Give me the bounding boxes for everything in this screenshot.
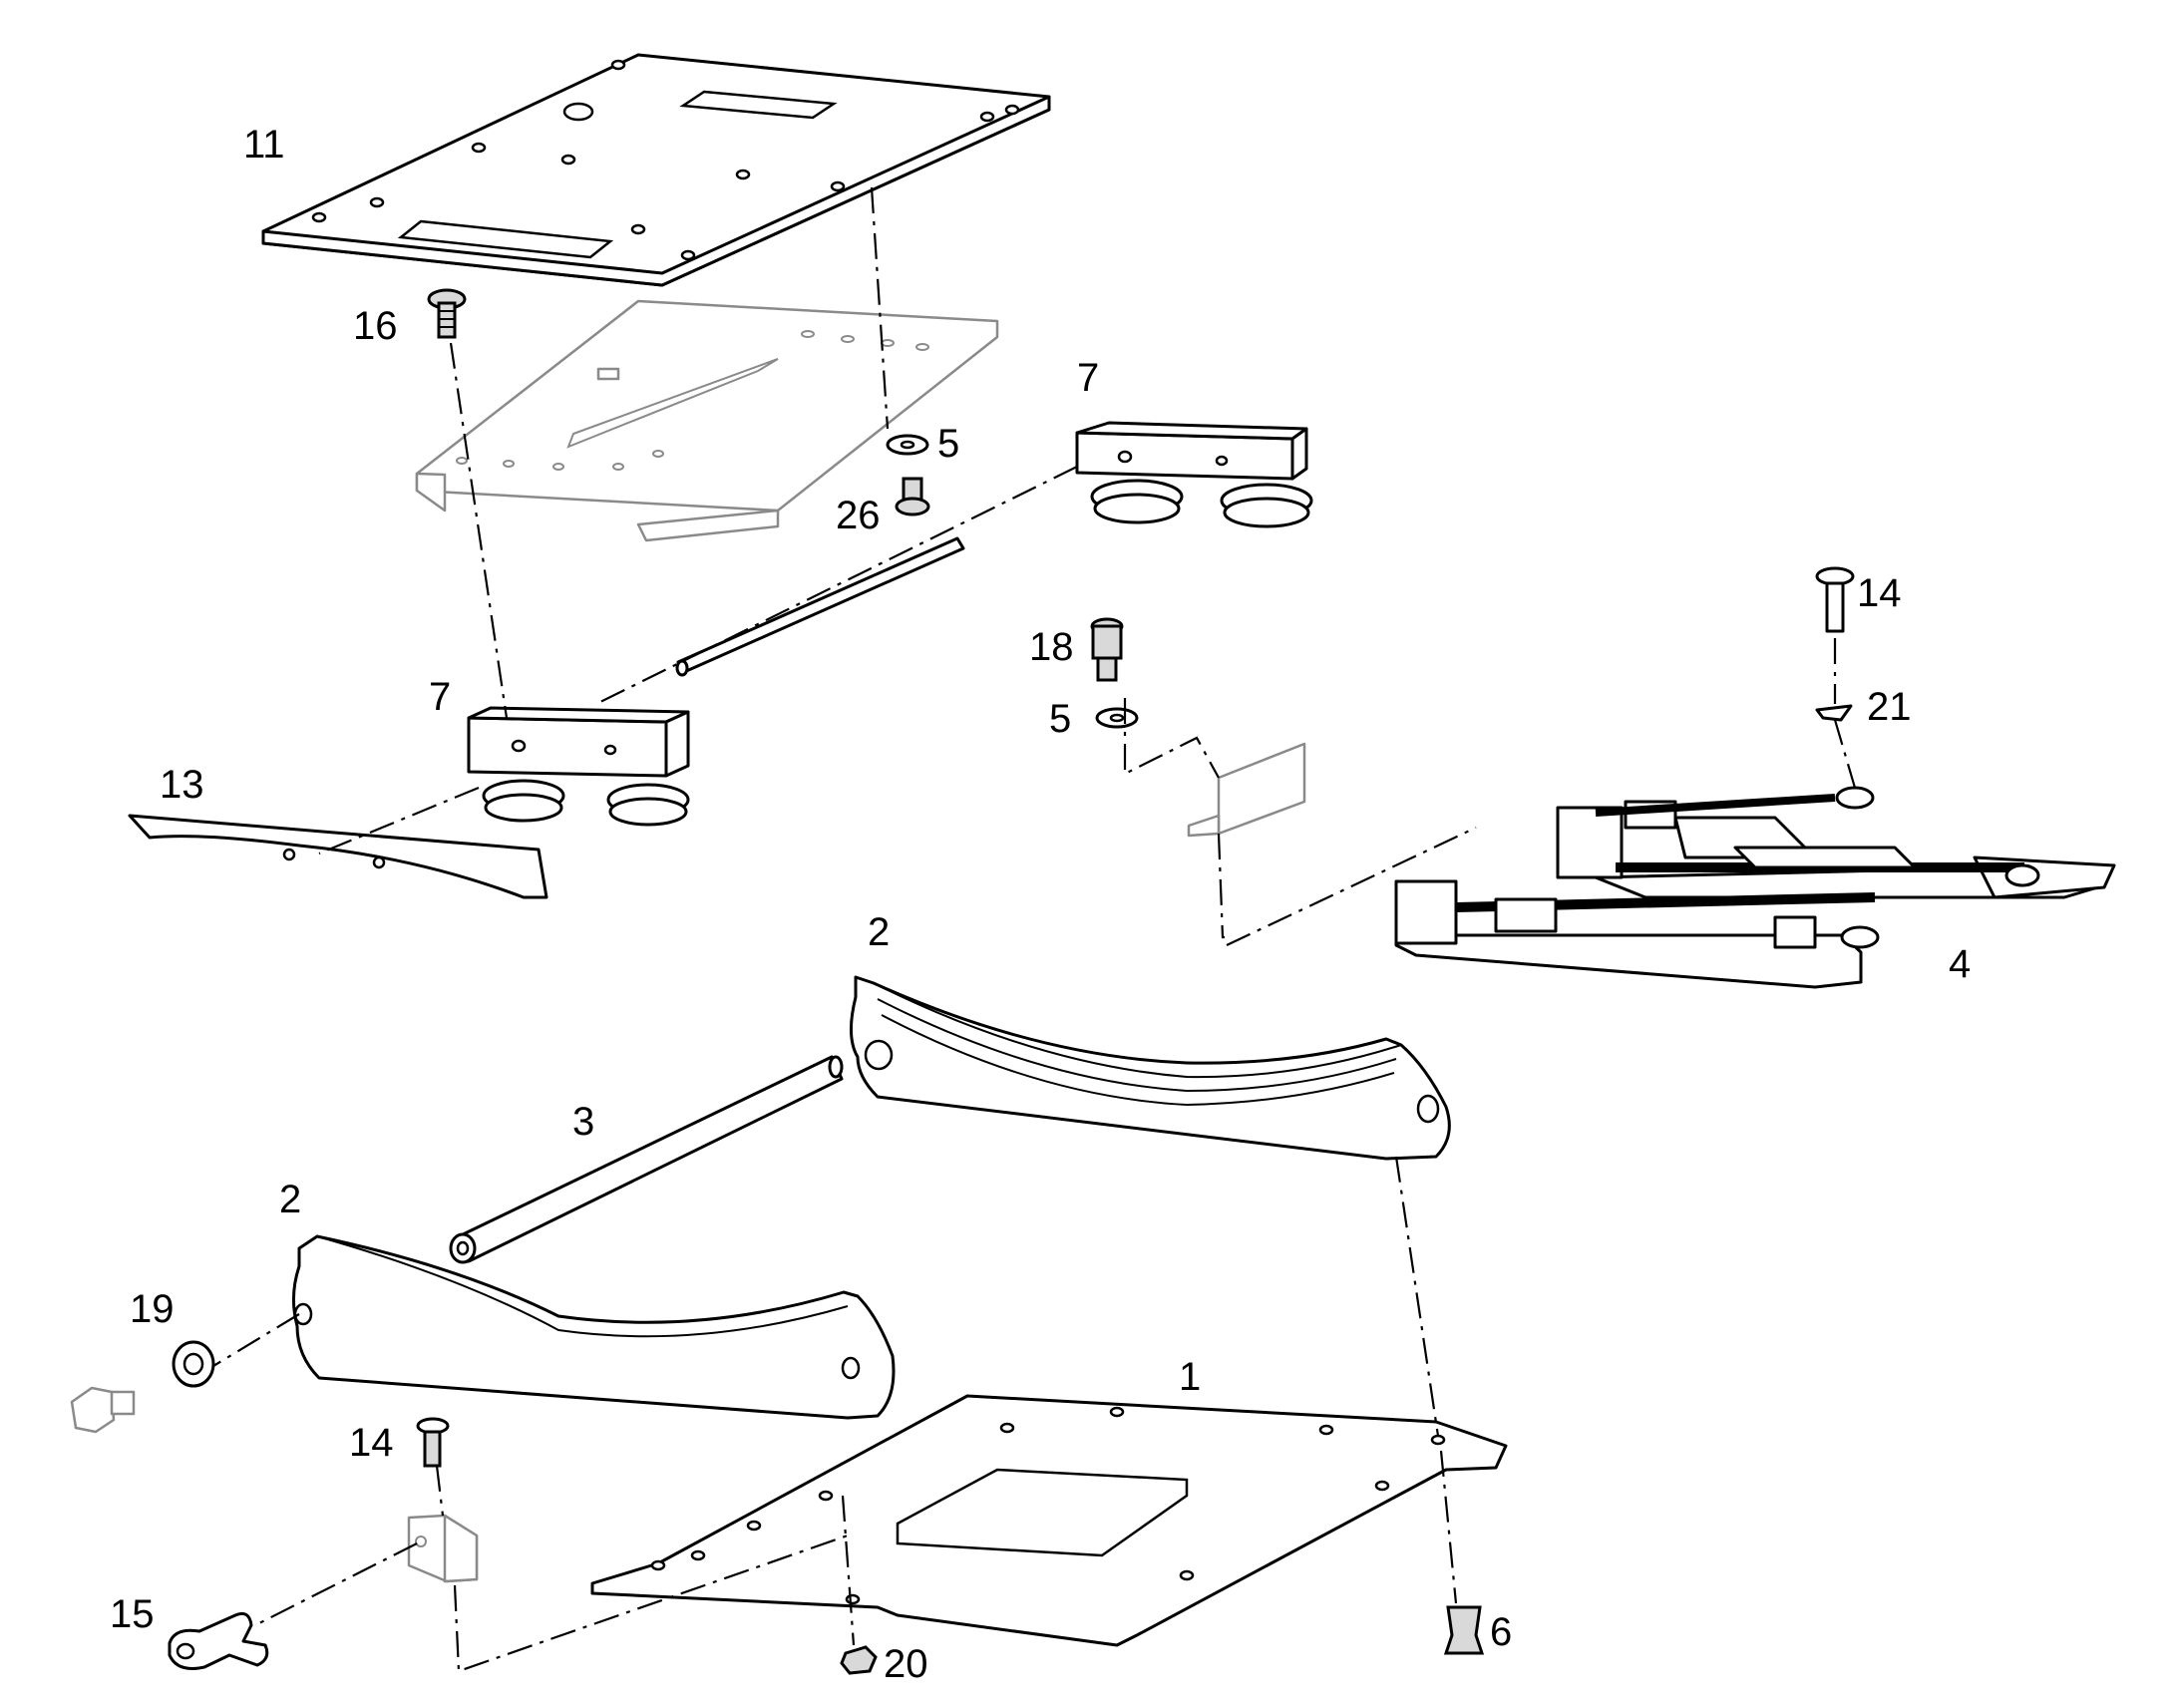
part-4-mechanism-assembly bbox=[1394, 786, 2116, 989]
gray-block-lower bbox=[407, 1514, 479, 1583]
callout-14-upper: 14 bbox=[1857, 571, 1902, 615]
callout-26: 26 bbox=[836, 494, 881, 537]
part-11-top-plate bbox=[261, 53, 1051, 287]
callout-2-upper: 2 bbox=[868, 910, 890, 954]
part-2-upper-curved-rail bbox=[850, 975, 1451, 1161]
callout-3: 3 bbox=[572, 1100, 594, 1144]
callout-7-lower: 7 bbox=[429, 675, 451, 719]
part-5-washer-upper bbox=[886, 434, 929, 456]
guide-rod bbox=[675, 536, 965, 677]
part-7-lower-slide-block bbox=[467, 706, 690, 827]
callout-15: 15 bbox=[110, 1592, 155, 1636]
callout-1: 1 bbox=[1179, 1355, 1201, 1399]
part-21-washer bbox=[1815, 704, 1853, 722]
callout-20: 20 bbox=[884, 1642, 928, 1686]
callout-6: 6 bbox=[1490, 1610, 1512, 1654]
part-16-button-screw bbox=[427, 288, 467, 339]
callout-5-lower: 5 bbox=[1049, 697, 1071, 741]
part-14-flat-screw-upper bbox=[1815, 566, 1855, 633]
callout-13: 13 bbox=[160, 763, 204, 807]
callout-14-lower: 14 bbox=[349, 1421, 394, 1465]
angle-bracket-gray bbox=[1187, 742, 1306, 838]
callout-11: 11 bbox=[243, 123, 285, 167]
callout-16: 16 bbox=[353, 304, 398, 348]
callout-7-upper: 7 bbox=[1077, 356, 1099, 400]
hex-bolt-gray bbox=[70, 1386, 136, 1434]
part-14-flat-screw-lower bbox=[416, 1417, 450, 1468]
part-13-curved-plate bbox=[128, 814, 548, 899]
callout-labels: 11 16 5 26 7 7 13 18 5 14 21 4 2 3 2 19 … bbox=[110, 123, 1971, 1686]
part-18-cap-screw bbox=[1090, 617, 1124, 682]
part-20-nut bbox=[840, 1645, 878, 1675]
callout-19: 19 bbox=[130, 1287, 175, 1331]
callout-2-lower: 2 bbox=[279, 1178, 301, 1221]
callout-21: 21 bbox=[1867, 685, 1912, 729]
assembly-centerlines bbox=[212, 186, 1857, 1673]
part-15-cam-lever bbox=[168, 1611, 269, 1670]
callout-18: 18 bbox=[1029, 625, 1074, 669]
part-3-shaft bbox=[449, 1055, 844, 1264]
part-19-washer bbox=[172, 1340, 215, 1388]
part-1-base-plate bbox=[590, 1394, 1508, 1647]
callout-4: 4 bbox=[1949, 942, 1971, 986]
part-26-screw bbox=[895, 477, 930, 516]
carriage-bracket-gray bbox=[415, 299, 999, 542]
part-5-washer-lower bbox=[1095, 707, 1139, 729]
part-2-lower-curved-rail bbox=[292, 1234, 896, 1420]
callout-5-upper: 5 bbox=[937, 422, 959, 466]
part-7-upper-slide-block bbox=[1075, 421, 1313, 528]
part-6-flat-screw bbox=[1443, 1605, 1485, 1655]
